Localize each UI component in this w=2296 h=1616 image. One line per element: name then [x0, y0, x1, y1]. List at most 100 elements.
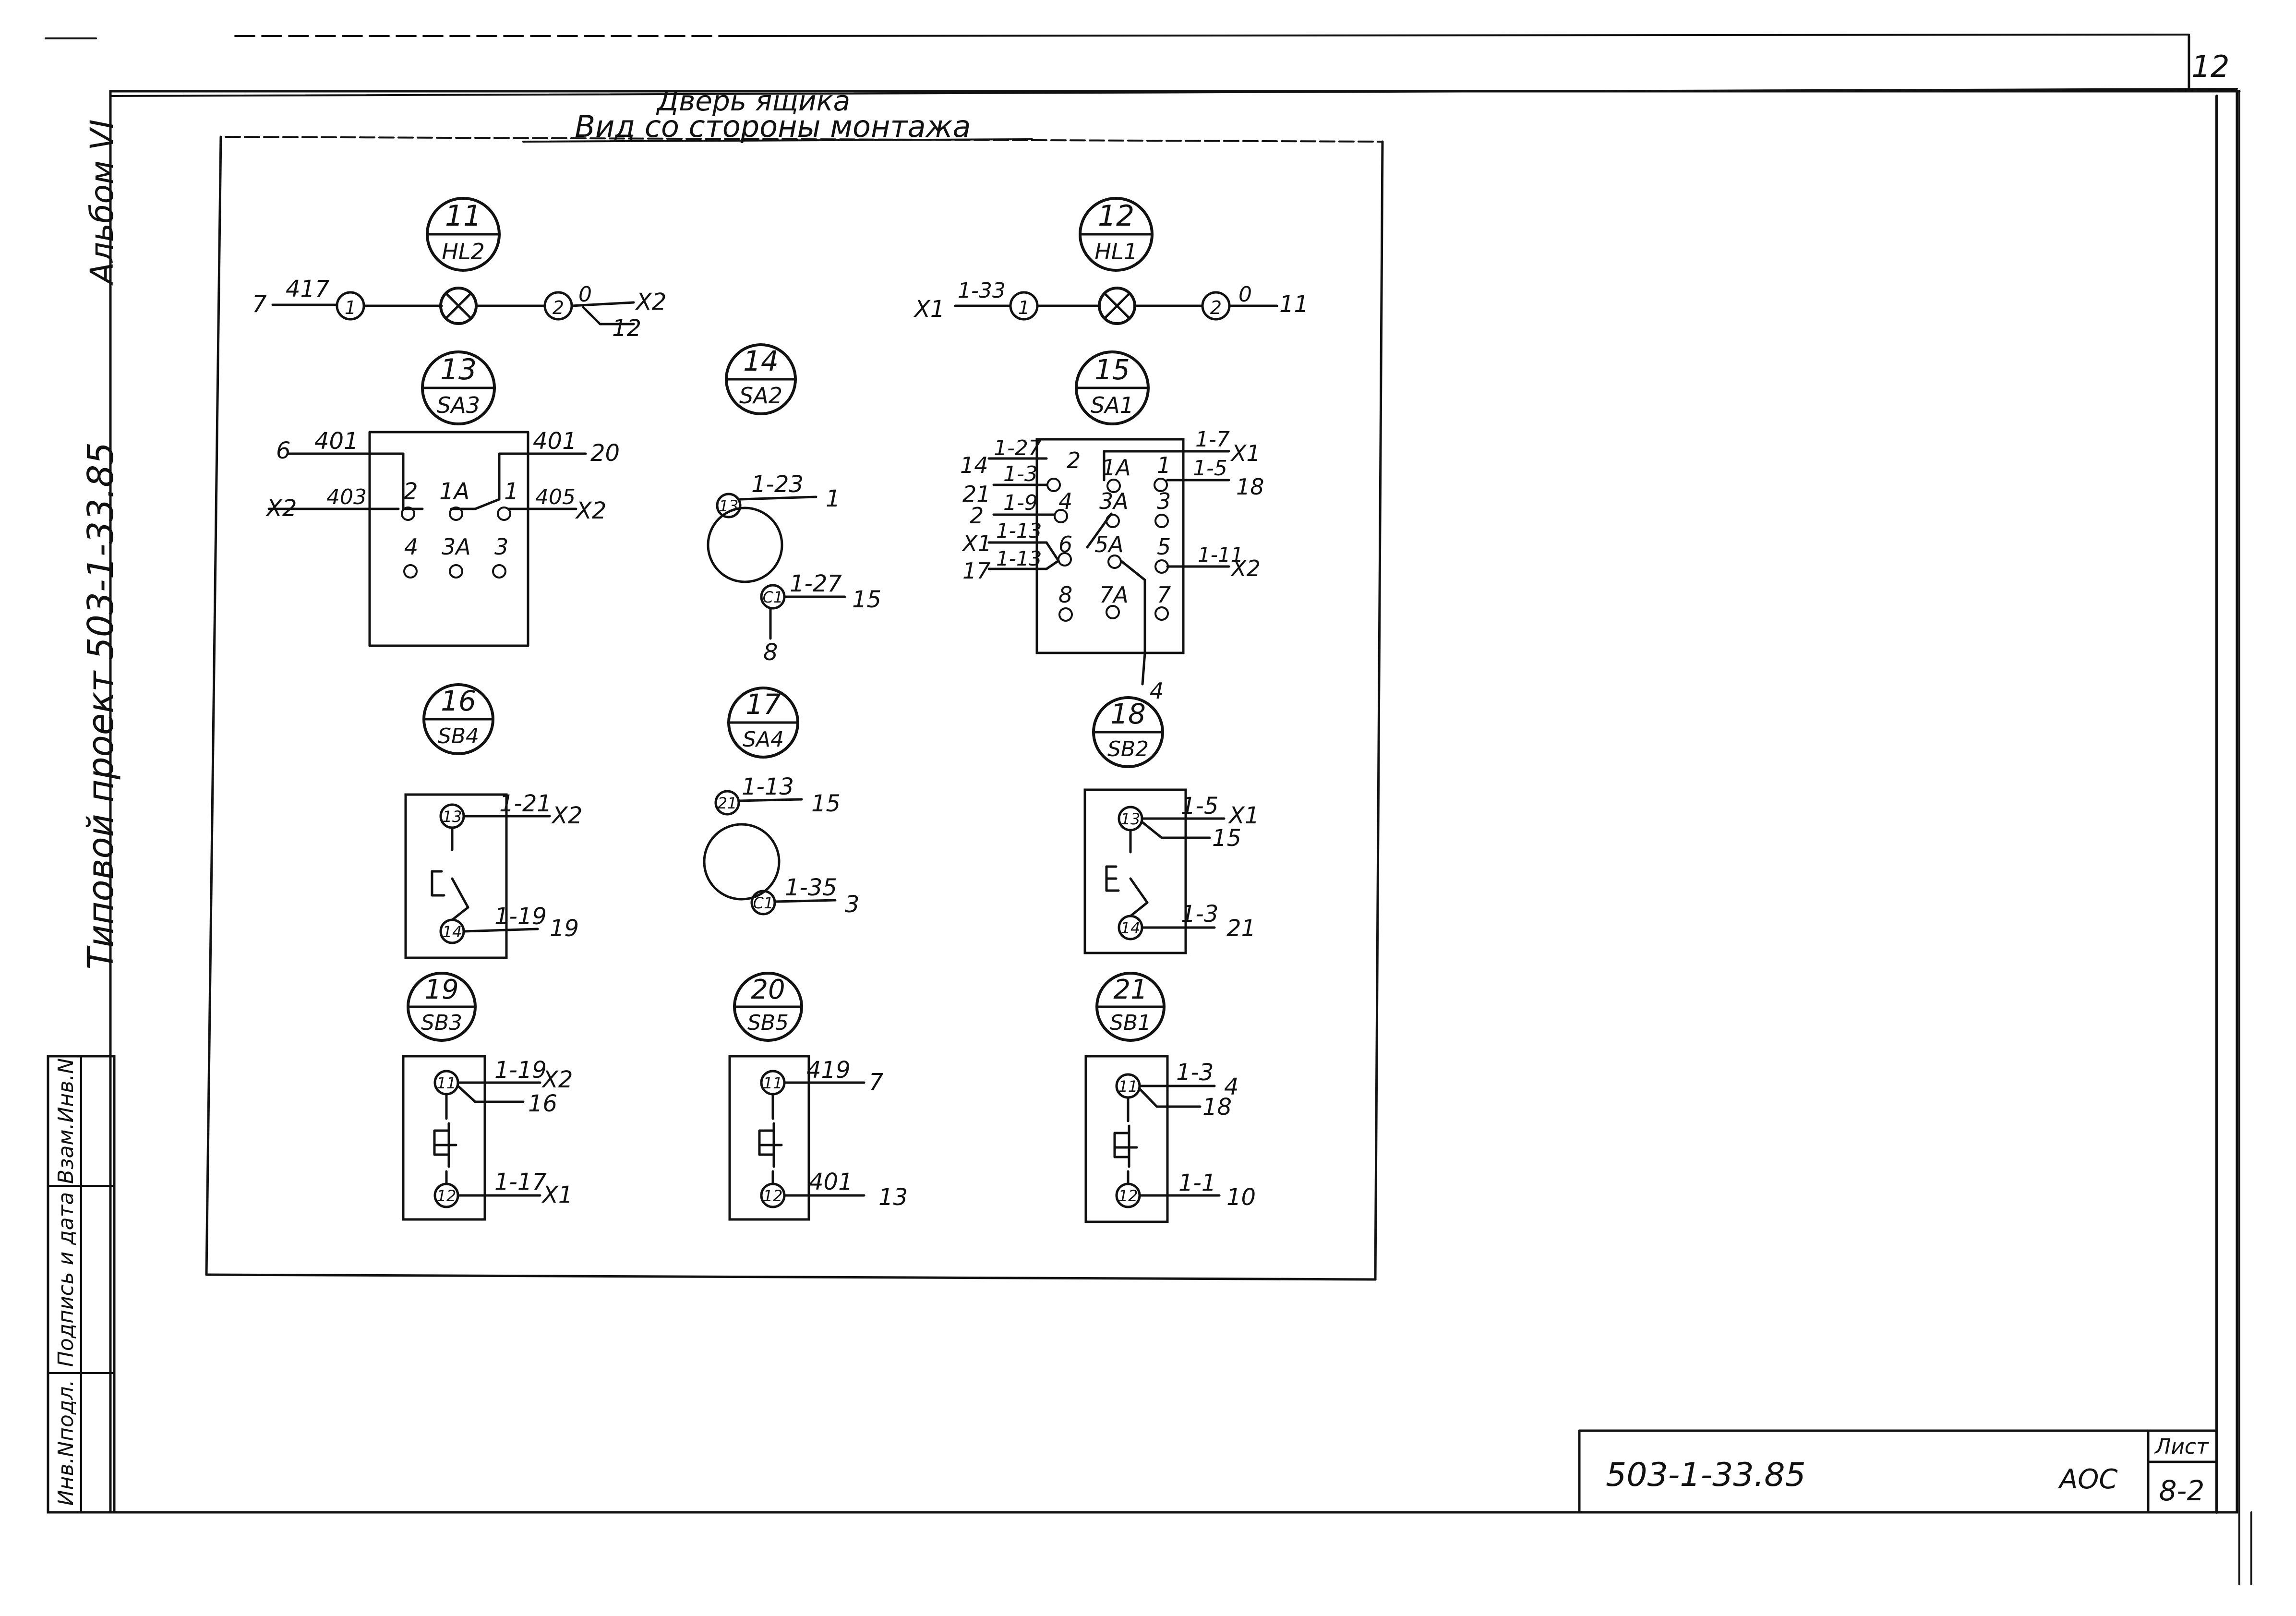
- wire-label: 1-13: [996, 547, 1042, 570]
- wire-label: 1: [826, 485, 841, 512]
- device-ref: HL1: [1094, 239, 1137, 265]
- wire-label: 6: [276, 437, 291, 464]
- terminal-label: 21: [718, 794, 737, 812]
- terminal-label: 2: [1210, 297, 1222, 318]
- device-16-sb4: 16 SB4 13 1-21 X2 14 1-19 19: [404, 683, 582, 959]
- terminal-label: 2: [1067, 447, 1081, 473]
- wire-label: 403: [326, 485, 367, 509]
- terminal-label: 4: [404, 534, 418, 560]
- terminal-label: 12: [1118, 1187, 1138, 1205]
- terminal-label: C1: [753, 894, 774, 912]
- wire-label: 1-9: [1003, 491, 1038, 515]
- device-number: 13: [440, 353, 477, 386]
- device-number: 19: [424, 974, 458, 1005]
- signature-cell: Подпись и дата: [54, 1192, 78, 1367]
- wire-label: 419: [806, 1057, 851, 1084]
- terminal-label: 1A: [439, 478, 469, 505]
- wire-label: 14: [960, 452, 988, 478]
- terminal-label: 3: [1157, 488, 1171, 514]
- wire-label: 1-27: [994, 436, 1042, 460]
- wire-label: 13: [878, 1184, 908, 1211]
- wire-label: 11: [1279, 291, 1309, 318]
- terminal-label: C1: [763, 588, 783, 606]
- wire-label: 1-3: [1181, 901, 1218, 928]
- terminal-label: 13: [719, 497, 739, 515]
- wire-label: 0: [578, 282, 592, 307]
- device-ref: HL2: [442, 239, 484, 265]
- terminal-label: 3A: [442, 534, 471, 560]
- terminal-label: 13: [443, 808, 462, 826]
- wire-label: 17: [962, 558, 991, 584]
- terminal-label: 6: [1058, 531, 1072, 557]
- device-ref: SB4: [438, 724, 479, 748]
- terminal-label: 2: [553, 297, 564, 318]
- device-number: 14: [743, 345, 779, 377]
- device-ref: SA4: [743, 727, 784, 752]
- device-18-sb2: 18 SB2 13 1-5 X1 15 14 1-3 21: [1083, 696, 1259, 954]
- device-20-sb5: 20 SB5 11 419 7 12 401 13: [728, 972, 908, 1221]
- terminal-label: 4: [1058, 488, 1072, 514]
- side-strip: Альбом VI Типовой проект 503-1-33.85 Инв…: [47, 120, 121, 1514]
- device-ref: SA1: [1091, 392, 1134, 418]
- wire-label: 1-11: [1198, 543, 1243, 567]
- drawing-code: 503-1-33.85: [1606, 1456, 1806, 1494]
- inventory-cell: Инв.Nподл.: [54, 1380, 78, 1506]
- device-number: 12: [1098, 199, 1134, 233]
- wire-label: 401: [533, 428, 577, 455]
- sheet-frame: [109, 35, 2252, 1585]
- wire-label: 8: [763, 639, 778, 666]
- terminal-label: 13: [1121, 810, 1141, 828]
- terminal-label: 11: [763, 1074, 783, 1092]
- wire-label: 7: [252, 291, 267, 318]
- wire-label: 401: [809, 1169, 853, 1195]
- wire-label: X2: [265, 495, 297, 522]
- header-line-1: Дверь ящика: [656, 84, 850, 117]
- wire-label: 417: [286, 276, 330, 302]
- wire-label: 1-21: [499, 790, 552, 817]
- terminal-label: 12: [437, 1187, 457, 1205]
- wire-label: X1: [1230, 440, 1261, 466]
- terminal-label: 8: [1058, 582, 1072, 608]
- terminal-label: 1: [1018, 297, 1030, 318]
- device-ref: SA2: [739, 383, 782, 409]
- wire-label: 1-23: [751, 471, 804, 498]
- wire-label: 1-7: [1195, 427, 1230, 452]
- stage-mark: АОС: [2058, 1464, 2118, 1495]
- device-number: 15: [1094, 353, 1130, 386]
- wire-label: 1-19: [494, 1057, 547, 1084]
- terminal-label: 5A: [1094, 531, 1124, 557]
- terminal-label: 1: [345, 297, 356, 318]
- terminal-label: 7: [1157, 582, 1171, 608]
- device-ref: SB5: [747, 1011, 789, 1035]
- wire-label: X2: [635, 289, 666, 315]
- wire-label: 19: [550, 915, 579, 942]
- wire-label: X2: [541, 1066, 573, 1093]
- album-label: Альбом VI: [84, 120, 120, 286]
- terminal-label: 7A: [1099, 582, 1129, 608]
- wire-label: X1: [1227, 802, 1259, 829]
- device-number: 11: [445, 199, 481, 233]
- wire-label: 21: [1226, 915, 1256, 942]
- sheet-index: 8-2: [2159, 1474, 2205, 1507]
- terminal-label: 3A: [1099, 488, 1129, 514]
- terminal-label: 5: [1157, 534, 1171, 560]
- terminal-label: 3: [494, 534, 508, 560]
- terminal-label: 12: [763, 1187, 783, 1205]
- wire-label: 15: [852, 586, 881, 613]
- device-number: 17: [745, 688, 781, 721]
- wire-label: X1: [541, 1182, 573, 1208]
- device-15-sa1: 15 SA1 14 1-27 2 1A 1 1-7 X1 21 1-3 1-5 …: [960, 350, 1264, 704]
- device-number: 21: [1113, 974, 1147, 1005]
- sheet-number: 12: [2192, 49, 2230, 84]
- device-21-sb1: 21 SB1 11 1-3 4 18 12 1-1 10: [1084, 972, 1256, 1223]
- wire-label: X2: [1230, 555, 1261, 581]
- terminal-label: 1A: [1102, 455, 1131, 481]
- device-19-sb3: 19 SB3 11 1-19 X2 16 12 1-17 X1: [402, 972, 573, 1221]
- terminal-label: 1: [1157, 452, 1171, 478]
- wire-label: 1-1: [1178, 1170, 1216, 1196]
- device-14-sa2: 14 SA2 13 1-23 1 C1 1-27 15 8: [707, 343, 881, 666]
- wire-label: 1-19: [494, 903, 547, 930]
- wire-label: 21: [962, 481, 991, 507]
- terminal-label: 2: [403, 478, 418, 505]
